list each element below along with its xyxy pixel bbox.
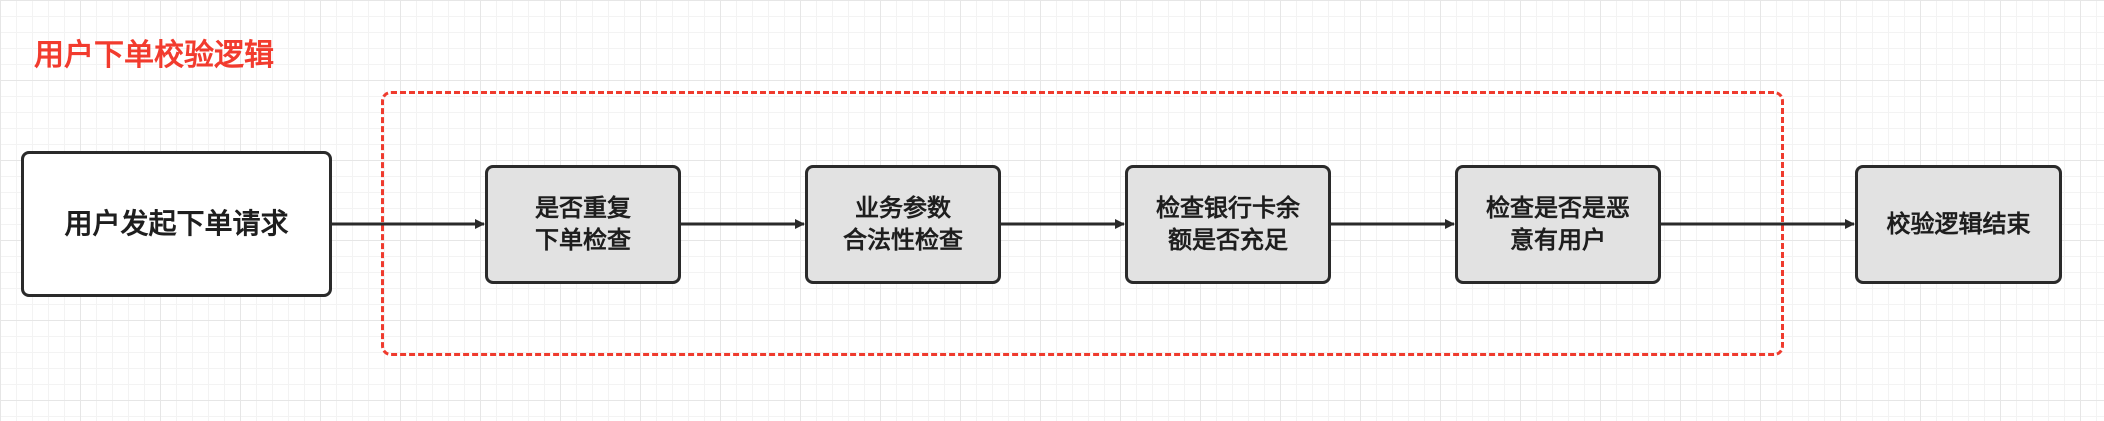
node-start[interactable]: 用户发起下单请求 — [21, 151, 332, 297]
node-card-balance-check[interactable]: 检查银行卡余 额是否充足 — [1125, 165, 1331, 284]
node-end[interactable]: 校验逻辑结束 — [1855, 165, 2062, 284]
diagram-title: 用户下单校验逻辑 — [34, 38, 274, 73]
node-duplicate-order-check[interactable]: 是否重复 下单检查 — [485, 165, 681, 284]
node-malicious-user-check[interactable]: 检查是否是恶 意有用户 — [1455, 165, 1661, 284]
node-param-validity-check[interactable]: 业务参数 合法性检查 — [805, 165, 1001, 284]
